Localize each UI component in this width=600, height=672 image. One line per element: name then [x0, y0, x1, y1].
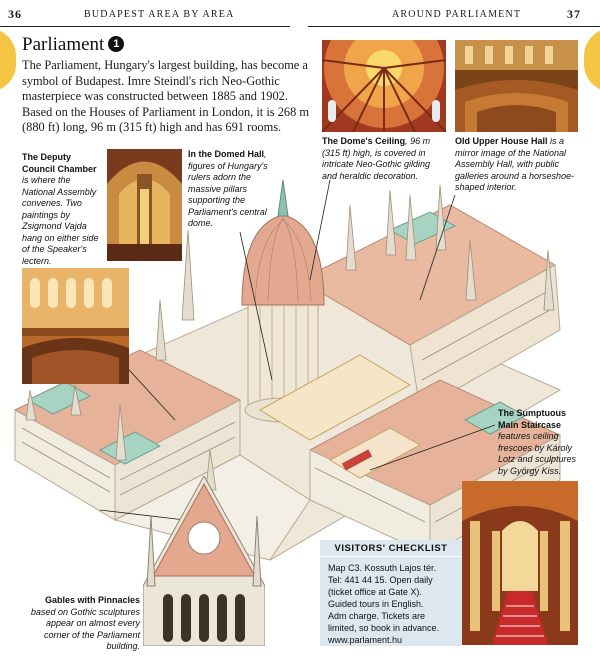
checklist-line: (ticket office at Gate X).	[328, 587, 422, 597]
photo-national-assembly-hall	[22, 268, 129, 384]
checklist-body: Map C3. Kossuth Lajos tér. Tel: 441 44 1…	[320, 557, 462, 651]
checklist-line: limited, so book in advance.	[328, 623, 440, 633]
right-page-number: 37	[567, 7, 581, 21]
checklist-line: Tel: 441 44 15. Open daily	[328, 575, 433, 585]
caption-main-staircase: The Sumptuous Main Staircase features ce…	[498, 408, 577, 476]
checklist-line: Adm charge. Tickets are	[328, 611, 426, 621]
gable-pinnacle-illustration	[143, 476, 265, 646]
caption-dome-ceiling: The Dome's Ceiling, 96 m (315 ft) high, …	[322, 136, 431, 181]
left-section-tab	[0, 28, 16, 92]
photo-main-staircase	[462, 481, 578, 645]
caption-deputy-chamber: The Deputy Council Chamber is where the …	[22, 152, 99, 266]
header-rule-right	[308, 26, 600, 27]
caption-gables: Gables with Pinnacles based on Gothic sc…	[30, 595, 140, 651]
header-rule-left	[0, 26, 290, 27]
photo-deputy-chamber	[107, 149, 182, 261]
caption-upper-house-hall: Old Upper House Hall is a mirror image o…	[455, 136, 575, 192]
checklist-title: VISITORS' CHECKLIST	[320, 540, 462, 557]
caption-domed-hall: In the Domed Hall, figures of Hungary's …	[188, 149, 268, 228]
visitors-checklist-box: VISITORS' CHECKLIST Map C3. Kossuth Lajo…	[320, 540, 462, 646]
right-section-tab	[584, 28, 600, 92]
checklist-line: Guided tours in English.	[328, 599, 424, 609]
left-page-number: 36	[8, 7, 22, 21]
photo-dome-ceiling	[322, 40, 446, 132]
intro-paragraph: The Parliament, Hungary's largest buildi…	[22, 58, 310, 134]
map-number-badge: 1	[108, 36, 125, 52]
photo-upper-house-hall	[455, 40, 578, 132]
checklist-line: Map C3. Kossuth Lajos tér.	[328, 563, 437, 573]
left-running-head: BUDAPEST AREA BY AREA	[84, 9, 235, 20]
right-running-head: AROUND PARLIAMENT	[392, 9, 522, 20]
checklist-website[interactable]: www.parlament.hu	[328, 635, 403, 645]
